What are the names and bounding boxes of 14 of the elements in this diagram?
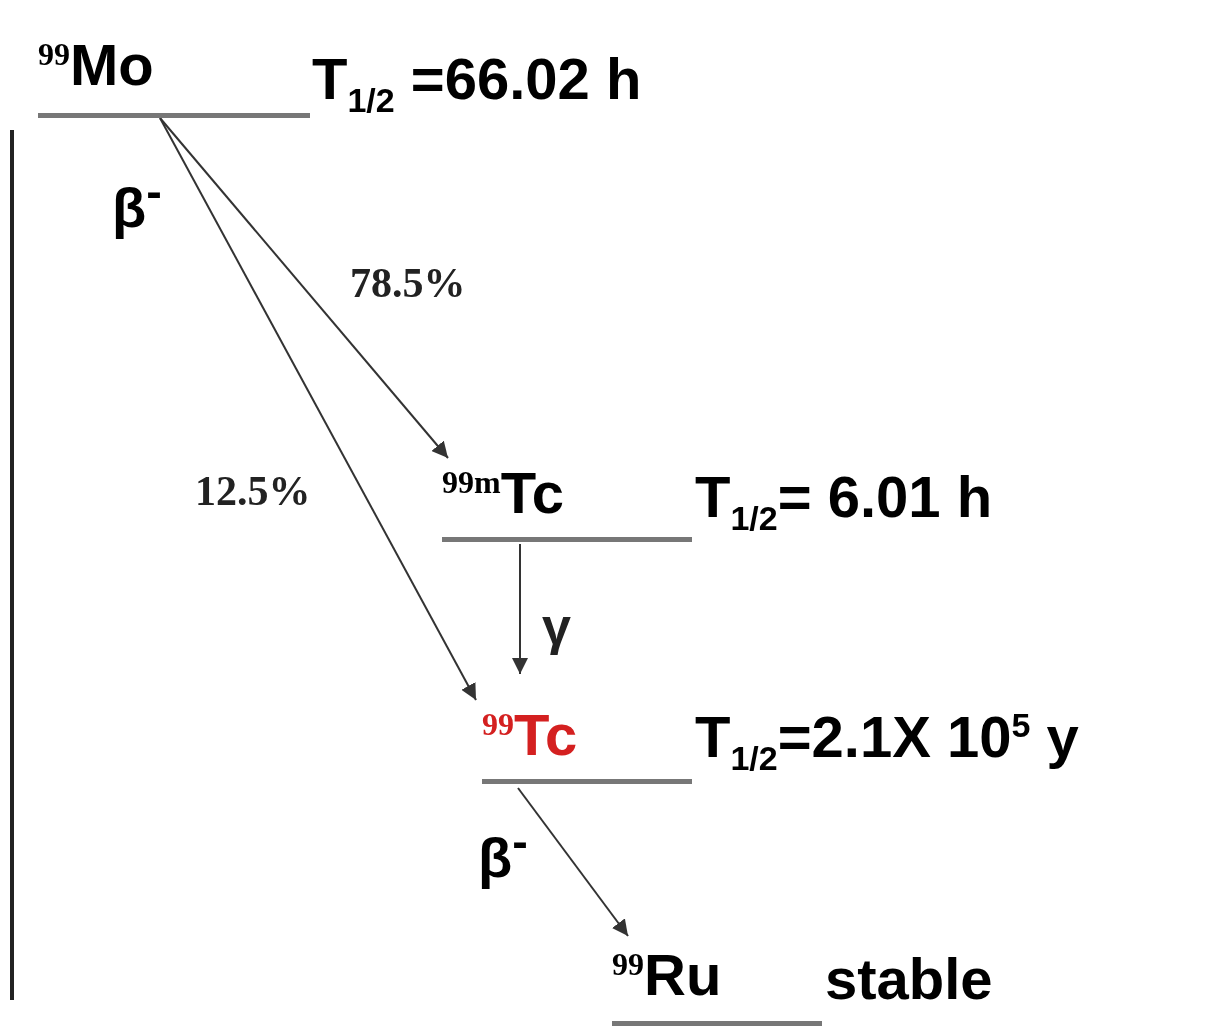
isotope-label: $^{99}$Ru	[612, 946, 722, 1004]
half-life-label: T$_{1/2}$= 6.01 h	[695, 468, 993, 535]
edge-label: 78.5%	[350, 262, 466, 304]
decay-arrow	[159, 117, 449, 459]
half-life-label: T$_{1/2}$ =66.02 h	[312, 50, 642, 117]
isotope-label: $^{99m}$Tc	[442, 464, 565, 522]
decay-arrow	[159, 117, 477, 701]
edge-label: 12.5%	[195, 470, 311, 512]
decay-arrow	[512, 543, 528, 675]
half-life-label: T$_{1/2}$=2.1X 10$^{5}$ y	[695, 708, 1079, 775]
half-life-label: stable	[825, 950, 993, 1008]
decay-arrow	[517, 787, 629, 937]
isotope-label: $^{99}$Tc	[482, 706, 578, 764]
isotope-label: $^{99}$Mo	[38, 36, 154, 94]
